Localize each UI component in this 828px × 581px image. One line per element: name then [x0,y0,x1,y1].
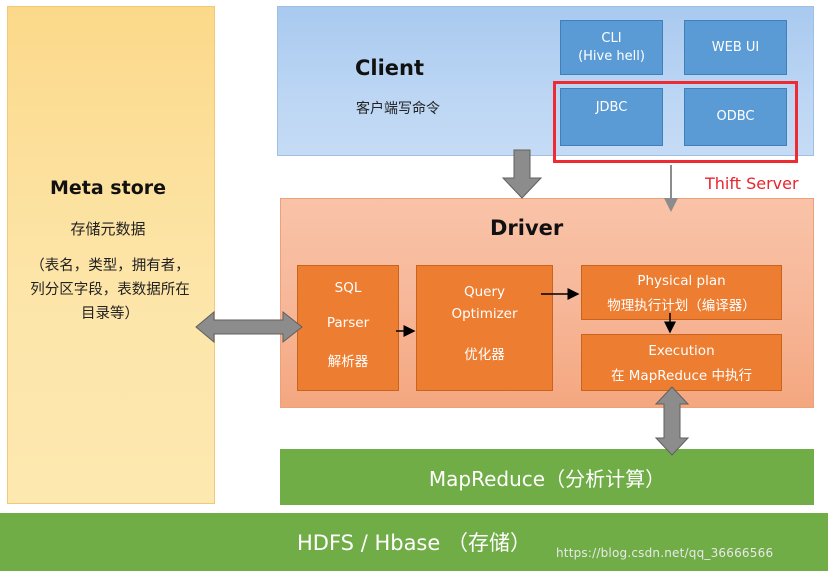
cli-sublabel: (Hive hell) [578,48,645,64]
client-to-driver-arrow [501,149,543,199]
odbc-label: ODBC [716,109,755,124]
meta-store-subtitle: 存储元数据 [70,220,146,238]
meta-store-description: （表名，类型，拥有者， 列分区字段，表数据所在 目录等） [12,254,208,326]
client-title: Client [355,56,425,80]
client-subtitle: 客户端写命令 [356,101,440,117]
query-optimizer-line: 优化器 [464,347,505,363]
meta-store-desc-line: 目录等） [81,306,139,322]
execution-line: 在 MapReduce 中执行 [610,368,752,384]
webui-label: WEB UI [711,39,760,55]
mapreduce-bar: MapReduce（分析计算） [280,449,814,505]
physical-plan-line: 物理执行计划（编译器） [607,298,756,314]
webui-box: WEB UI [684,20,787,75]
meta-driver-double-arrow [195,310,303,344]
jdbc-box: JDBC [560,88,663,146]
thift-to-driver-arrow [664,165,678,212]
hdfs-label: HDFS / Hbase （存储） [297,531,531,555]
cli-label: CLI [601,30,622,46]
jdbc-label: JDBC [595,100,628,115]
execution-box: Execution 在 MapReduce 中执行 [581,334,782,391]
sql-parser-line: Parser [326,315,370,331]
meta-store-title: Meta store [49,177,166,199]
driver-title: Driver [490,216,564,240]
sql-parser-line: 解析器 [327,354,369,370]
query-optimizer-line: Query [463,284,506,300]
query-optimizer-line: Optimizer [451,306,518,322]
meta-store-desc-line: （表名，类型，拥有者， [30,258,190,274]
query-optimizer-box: Query Optimizer 优化器 [416,265,553,391]
execution-mapreduce-double-arrow [654,386,690,456]
thift-server-highlight [553,81,798,163]
sql-parser-box: SQL Parser 解析器 [297,265,399,391]
meta-store-desc-line: 列分区字段，表数据所在 [30,282,190,298]
odbc-box: ODBC [684,88,787,146]
physical-plan-line: Physical plan [637,273,726,289]
meta-store-panel [7,6,215,504]
thift-server-label: Thift Server [705,174,799,193]
watermark: https://blog.csdn.net/qq_36666566 [556,546,774,560]
execution-line: Execution [648,343,715,359]
cli-box: CLI (Hive hell) [560,20,663,75]
sql-parser-line: SQL [334,280,362,296]
mapreduce-label: MapReduce（分析计算） [428,466,666,491]
hdfs-bar: HDFS / Hbase （存储） [0,513,828,571]
physical-plan-box: Physical plan 物理执行计划（编译器） [581,265,782,320]
